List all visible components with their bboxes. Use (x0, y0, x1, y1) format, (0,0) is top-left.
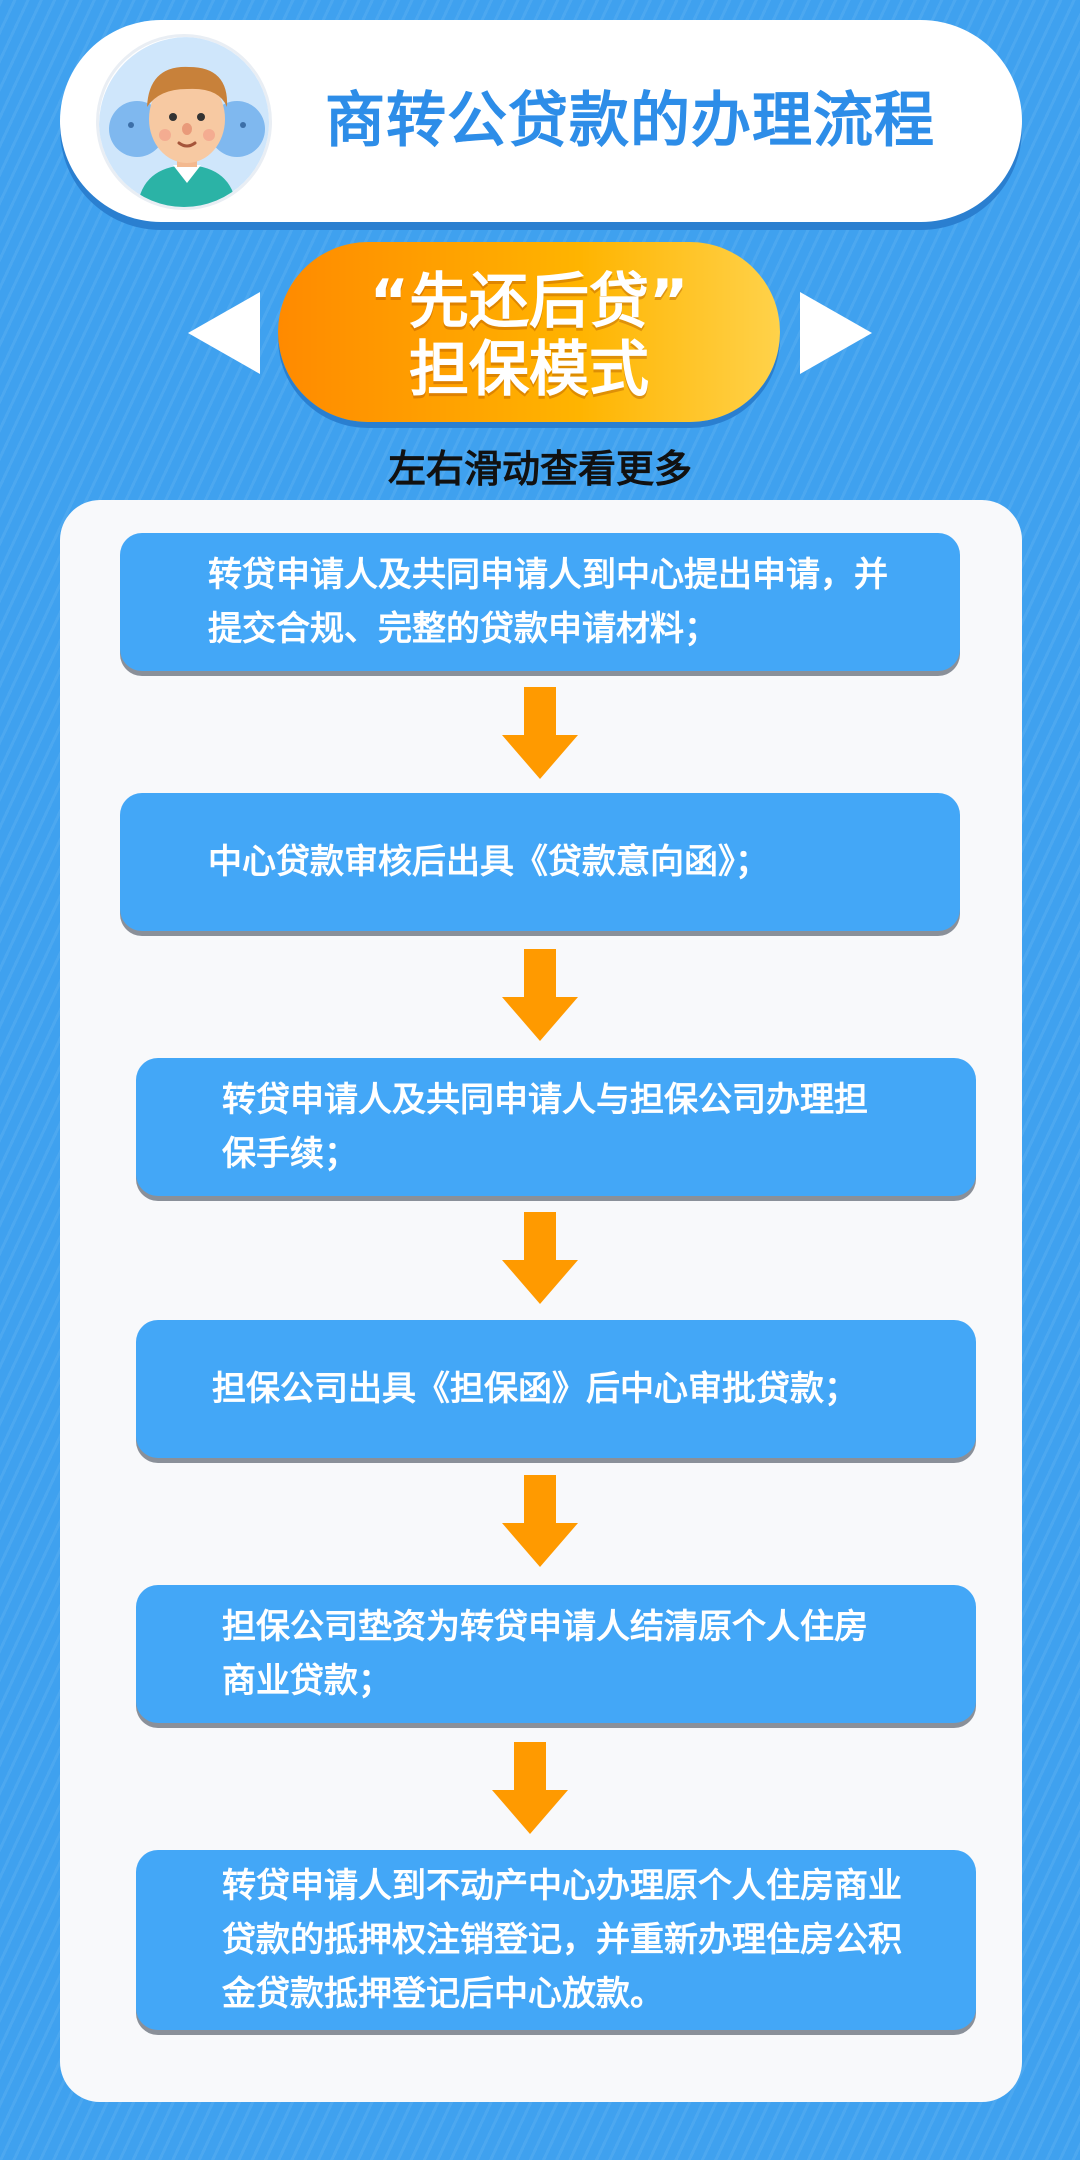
step-1-text: 转贷申请人及共同申请人到中心提出申请，并提交合规、完整的贷款申请材料； (208, 555, 888, 649)
swipe-hint: 左右滑动查看更多 (387, 447, 692, 491)
step-2-text: 中心贷款审核后出具《贷款意向函》； (208, 842, 769, 882)
down-arrow-icon (502, 1212, 578, 1304)
mode-title-line1: “先还后贷” (369, 267, 689, 337)
page-title: 商转公贷款的办理流程 (325, 86, 935, 156)
step-6-text: 转贷申请人到不动产中心办理原个人住房商业贷款的抵押权注销登记，并重新办理住房公积… (222, 1866, 902, 2014)
mode-badge: “先还后贷” 担保模式 (278, 242, 780, 422)
step-1: 转贷申请人及共同申请人到中心提出申请，并提交合规、完整的贷款申请材料； (120, 533, 960, 671)
step-3-text: 转贷申请人及共同申请人与担保公司办理担保手续； (222, 1080, 868, 1174)
down-arrow-icon (502, 687, 578, 779)
down-arrow-icon (502, 949, 578, 1041)
step-5-text: 担保公司垫资为转贷申请人结清原个人住房商业贷款； (222, 1607, 868, 1701)
down-arrow-icon (492, 1742, 568, 1834)
triangle-right-icon[interactable] (796, 288, 876, 378)
process-card: 转贷申请人及共同申请人到中心提出申请，并提交合规、完整的贷款申请材料； 中心贷款… (60, 500, 1022, 2102)
triangle-left-icon[interactable] (184, 288, 264, 378)
step-5: 担保公司垫资为转贷申请人结清原个人住房商业贷款； (136, 1585, 976, 1723)
person-avatar-icon (96, 34, 272, 210)
step-6: 转贷申请人到不动产中心办理原个人住房商业贷款的抵押权注销登记，并重新办理住房公积… (136, 1850, 976, 2030)
header-banner: 商转公贷款的办理流程 (60, 20, 1022, 222)
down-arrow-icon (502, 1475, 578, 1567)
mode-title-line2: 担保模式 (409, 335, 649, 405)
step-3: 转贷申请人及共同申请人与担保公司办理担保手续； (136, 1058, 976, 1196)
step-4: 担保公司出具《担保函》后中心审批贷款； (136, 1320, 976, 1458)
step-4-text: 担保公司出具《担保函》后中心审批贷款； (212, 1369, 858, 1409)
step-2: 中心贷款审核后出具《贷款意向函》； (120, 793, 960, 931)
